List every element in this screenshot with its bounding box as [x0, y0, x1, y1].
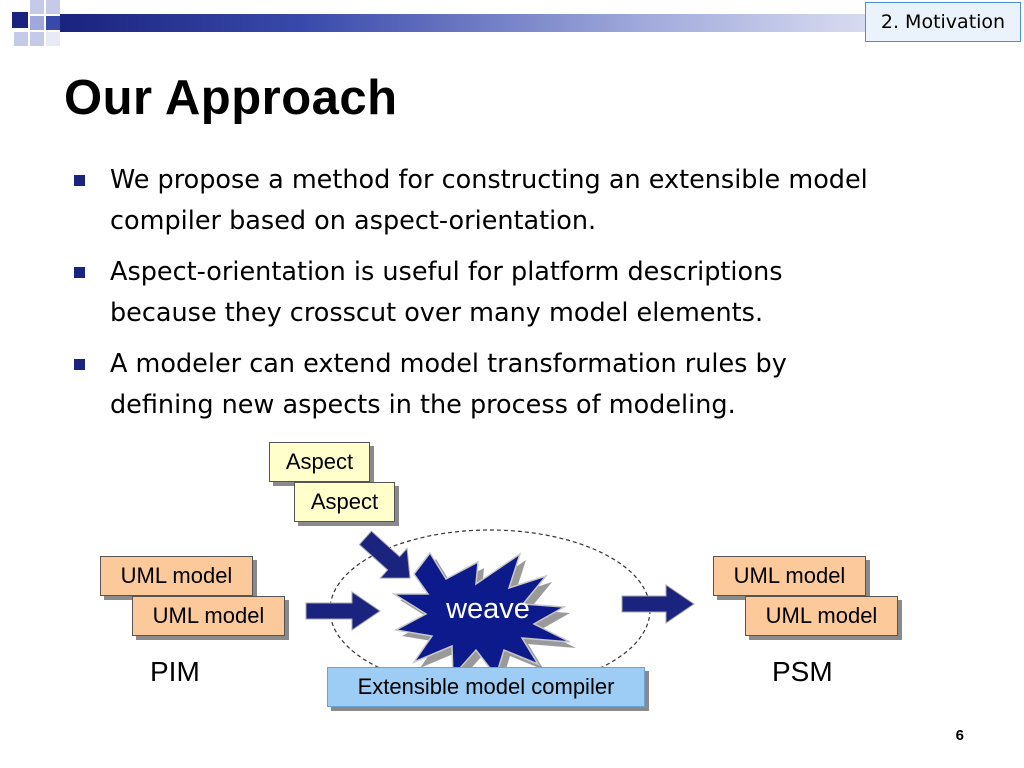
decor-square	[12, 12, 28, 28]
arrow-aspect-to-weave	[358, 530, 411, 579]
arrow-pim-to-weave	[305, 591, 381, 631]
header-decoration	[0, 0, 1024, 48]
header-gradient-bar	[60, 14, 1024, 32]
bullet-list: We propose a method for constructing an …	[72, 160, 972, 436]
aspect-box: Aspect	[294, 482, 395, 522]
bullet-line: compiler based on aspect-orientation.	[110, 206, 597, 236]
uml-model-box: UML model	[745, 596, 898, 636]
decor-square	[46, 0, 60, 14]
bullet-item: A modeler can extend model transformatio…	[72, 344, 972, 426]
decor-square	[46, 32, 60, 46]
bullet-item: We propose a method for constructing an …	[72, 160, 972, 242]
bullet-item: Aspect-orientation is useful for platfor…	[72, 252, 972, 334]
weave-label: weave	[445, 593, 530, 625]
uml-model-box: UML model	[713, 556, 866, 596]
weave-star-icon	[391, 551, 571, 678]
uml-model-box: UML model	[132, 596, 285, 636]
diagram-graphics: weave	[305, 529, 695, 691]
weaving-diagram: weave Aspect Aspect UML model UML model …	[0, 430, 1024, 730]
decor-square	[30, 16, 44, 30]
square-bullet-icon	[74, 175, 85, 186]
decor-square	[30, 0, 44, 14]
uml-model-box: UML model	[100, 556, 253, 596]
pim-label: PIM	[150, 656, 200, 687]
square-bullet-icon	[74, 359, 85, 370]
decor-square	[14, 32, 28, 46]
section-tag: 2. Motivation	[865, 2, 1021, 42]
bullet-line: because they crosscut over many model el…	[110, 298, 764, 328]
compiler-label-box: Extensible model compiler	[327, 667, 645, 707]
decor-square	[46, 16, 60, 30]
decor-square	[30, 32, 44, 46]
aspect-box: Aspect	[269, 442, 370, 482]
psm-label: PSM	[772, 656, 833, 687]
bullet-line: We propose a method for constructing an …	[110, 165, 868, 195]
bullet-line: Aspect-orientation is useful for platfor…	[110, 257, 783, 287]
slide-title: Our Approach	[64, 71, 398, 125]
page-number: 6	[955, 727, 964, 744]
arrow-weave-to-psm	[621, 584, 695, 624]
bullet-line: A modeler can extend model transformatio…	[110, 349, 787, 379]
square-bullet-icon	[74, 267, 85, 278]
bullet-line: defining new aspects in the process of m…	[110, 390, 736, 420]
